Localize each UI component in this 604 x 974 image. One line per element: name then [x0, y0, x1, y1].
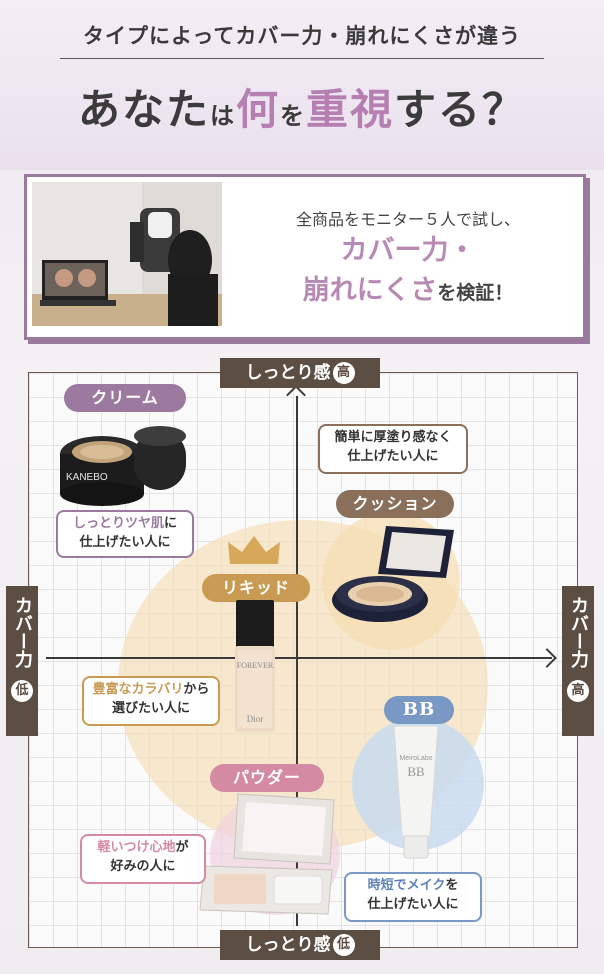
powder-compact-image [199, 793, 335, 915]
liquid-desc-line1: 豊富なカラバリから [92, 682, 210, 697]
cushion-desc-line1: 簡単に厚塗り感なく [334, 430, 452, 445]
cream-jar-image: KANEBO [60, 426, 186, 506]
header-subtitle: タイプによってカバー力・崩れにくさが違う [83, 24, 521, 48]
test-highlight-1: カバー力・ [340, 235, 476, 266]
liquid-brand-sub: Dior [247, 714, 264, 724]
cushion-desc-line2: 仕上げたい人に [347, 449, 439, 464]
cream-description: しっとりツヤ肌に 仕上げたい人に [56, 510, 194, 558]
axis-left-text: カバー力 [12, 596, 33, 668]
liquid-description: 豊富なカラバリから 選びたい人に [82, 676, 220, 726]
powder-desc-line1: 軽いつけ心地が [97, 840, 189, 855]
cream-brand-text: KANEBO [66, 472, 108, 483]
cushion-compact-image [332, 526, 454, 622]
axis-bottom-level: 低 [332, 934, 355, 956]
bb-tube-image: MeiroLabo BB [393, 726, 439, 859]
bb-desc-line1: 時短でメイクを [367, 878, 459, 893]
title-part-4: する？ [394, 85, 527, 134]
powder-description: 軽いつけ心地が 好みの人に [80, 834, 206, 884]
test-highlight-2: 崩れにくさを検証！ [248, 268, 568, 307]
photo-illustration [32, 182, 222, 326]
axis-top-label: しっとり感高 [220, 358, 380, 388]
liquid-brand-text: FOREVER [237, 661, 274, 670]
cushion-description: 簡単に厚塗り感なく 仕上げたい人に [318, 424, 468, 474]
bb-tag: BB [384, 696, 454, 724]
bb-desc-line2: 仕上げたい人に [367, 897, 459, 912]
cream-tag: クリーム [64, 384, 186, 412]
test-highlight-rest: を検証！ [437, 282, 514, 304]
axis-right-level: 高 [567, 680, 589, 702]
axis-left-level: 低 [11, 680, 33, 702]
title-part-2: は [209, 101, 236, 130]
title-part-1: あなた [77, 85, 210, 134]
axis-left-label: カバー力 低 [6, 586, 38, 736]
bb-description: 時短でメイクを 仕上げたい人に [344, 872, 482, 922]
vertical-axis [296, 396, 298, 926]
liquid-tag: リキッド [202, 574, 310, 602]
cream-desc-line1: しっとりツヤ肌に [72, 516, 178, 531]
title-accent-2: 重視 [306, 85, 395, 134]
axis-bottom-text: しっとり感 [245, 935, 331, 955]
axis-bottom-label: しっとり感低 [220, 930, 380, 960]
title-accent-1: 何 [235, 85, 280, 134]
powder-desc-line2: 好みの人に [110, 859, 176, 874]
crown-icon [228, 536, 280, 564]
cream-desc-line2: 仕上げたい人に [79, 535, 171, 550]
liquid-bottle-image: FOREVER Dior [235, 600, 275, 732]
test-highlight-accent: 崩れにくさ [302, 275, 438, 306]
cushion-tag: クッション [336, 490, 454, 518]
bb-brand-text: MeiroLabo [399, 755, 432, 762]
header-background [0, 0, 604, 170]
axis-top-level: 高 [332, 362, 355, 384]
liquid-desc-line2: 選びたい人に [111, 701, 190, 716]
test-description: 全商品をモニター５人で試し、 [295, 210, 520, 229]
axis-right-label: カバー力 高 [562, 586, 594, 736]
title-part-3: を [280, 101, 306, 130]
axis-right-text: カバー力 [568, 596, 589, 668]
header-title: あなたは何を重視する？ [0, 76, 604, 137]
monitor-test-photo [32, 182, 222, 326]
horizontal-axis [46, 657, 552, 659]
subtitle-underline [60, 58, 544, 59]
bb-brand-sub: BB [407, 764, 425, 779]
powder-tag: パウダー [210, 764, 324, 792]
axis-top-text: しっとり感 [245, 363, 331, 383]
